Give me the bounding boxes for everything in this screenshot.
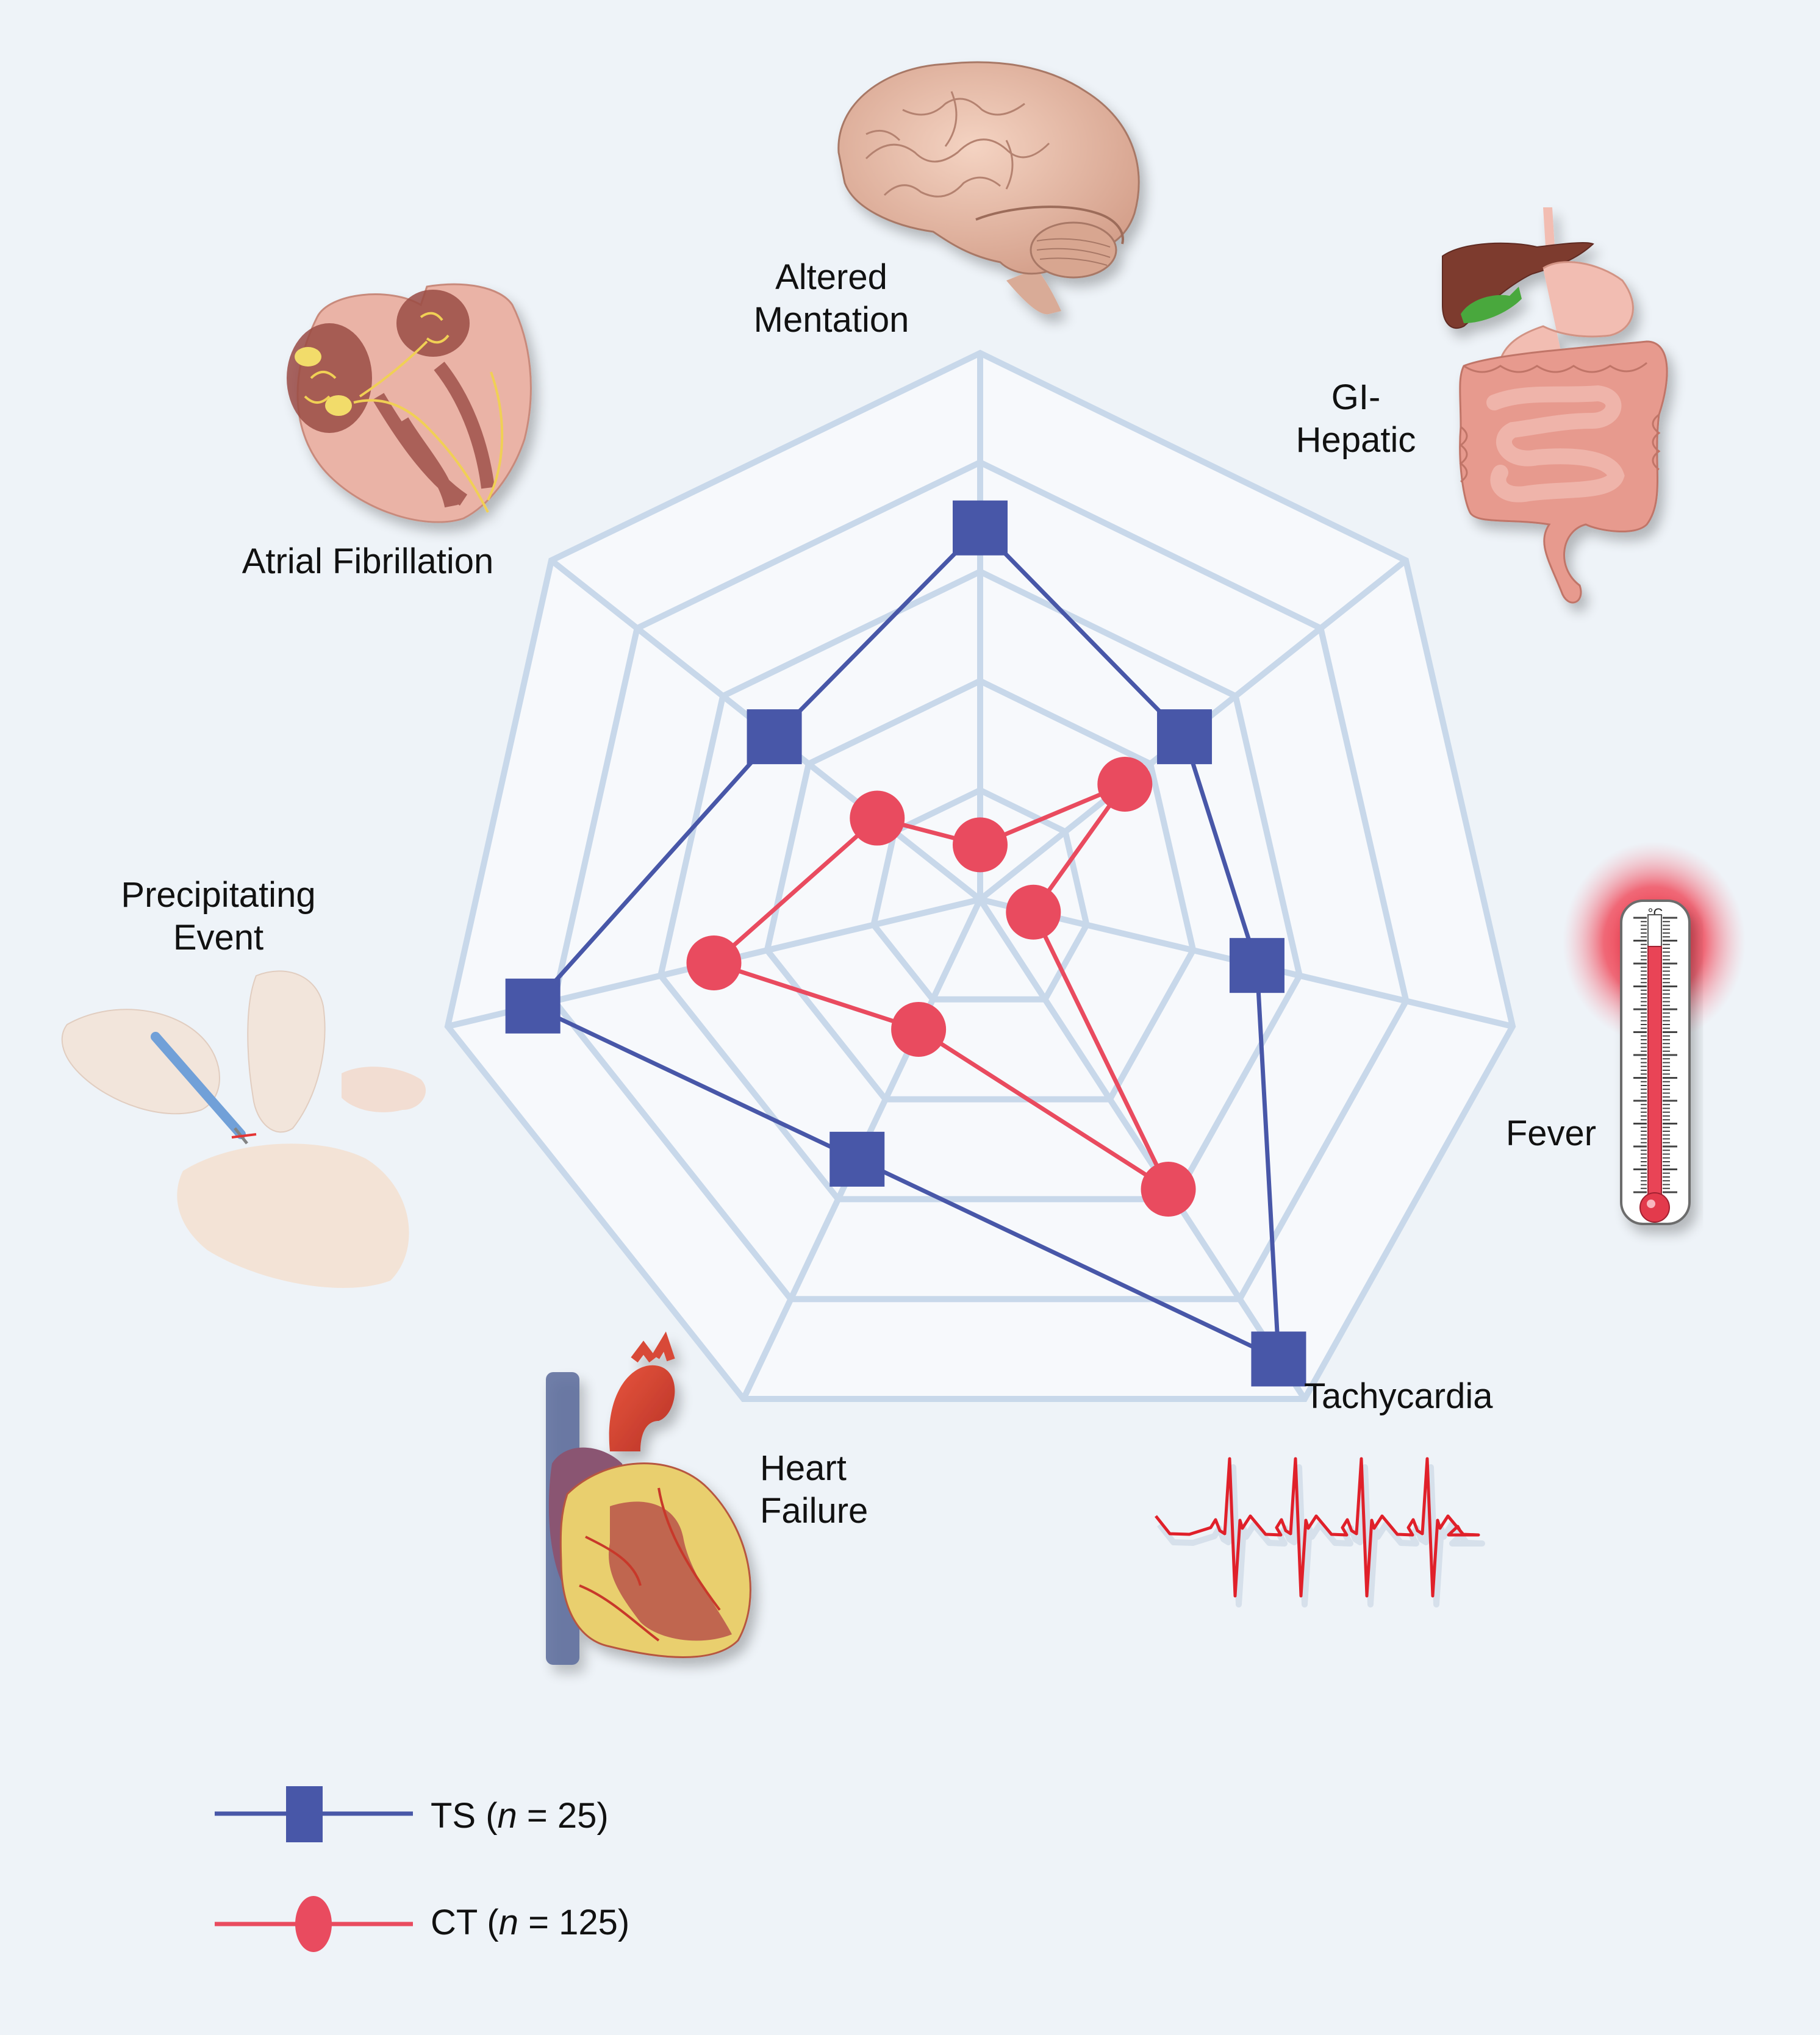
legend-ts-marker (286, 1786, 323, 1842)
data-point-ct-precipitating-event (686, 935, 742, 990)
heart-icon (546, 1331, 751, 1665)
heart-cross-section-icon (287, 283, 532, 523)
ecg-waveform-icon (1155, 1457, 1485, 1608)
surgical-procedure-icon (61, 970, 426, 1288)
axis-label-fever: Fever (1506, 1114, 1596, 1153)
data-point-ts-gi-hepatic (1157, 709, 1213, 765)
legend: TS (n = 25) CT (n = 125) (215, 1786, 629, 1952)
data-point-ts-precipitating-event (505, 978, 561, 1034)
brain-icon (837, 61, 1140, 315)
axis-label-tachycardia: Tachycardia (1304, 1376, 1493, 1416)
grid-ring (444, 349, 1516, 1402)
data-point-ct-fever (1006, 884, 1061, 940)
data-point-ct-atrial-fibrillation (850, 790, 905, 846)
thermometer-icon: °C (1563, 842, 1746, 1225)
data-point-ct-gi-hepatic (1097, 756, 1153, 812)
legend-ct-label: CT (n = 125) (431, 1903, 629, 1942)
data-point-ts-atrial-fibrillation (747, 709, 802, 765)
grid-ring (870, 787, 1090, 1003)
grid-ring (657, 568, 1303, 1203)
series-ts (505, 500, 1306, 1387)
data-point-ct-tachycardia (1141, 1162, 1196, 1217)
axis-label-gi-hepatic: GI-Hepatic (1296, 377, 1416, 460)
data-point-ct-heart-failure (891, 1001, 947, 1057)
grid-ring (551, 459, 1410, 1303)
grid-ring (764, 678, 1197, 1103)
legend-item-ct: CT (n = 125) (215, 1896, 629, 1952)
thermometer-ticks (1633, 917, 1677, 1193)
axis-label-atrial-fibrillation: Atrial Fibrillation (242, 542, 494, 581)
series-layer (505, 500, 1306, 1387)
data-point-ts-fever (1229, 938, 1284, 993)
data-point-ts-tachycardia (1251, 1331, 1306, 1387)
digestive-system-icon (1442, 207, 1668, 604)
series-line-ts (531, 526, 1281, 1361)
legend-ts-label: TS (n = 25) (431, 1796, 609, 1836)
grid-spoke-tachycardia (977, 898, 1308, 1401)
legend-ct-marker (295, 1896, 332, 1952)
data-point-ts-heart-failure (829, 1131, 885, 1187)
series-ct (686, 756, 1196, 1217)
data-point-ts-altered-mentation (953, 500, 1008, 556)
legend-item-ts: TS (n = 25) (215, 1786, 609, 1842)
data-point-ct-altered-mentation (953, 817, 1008, 873)
